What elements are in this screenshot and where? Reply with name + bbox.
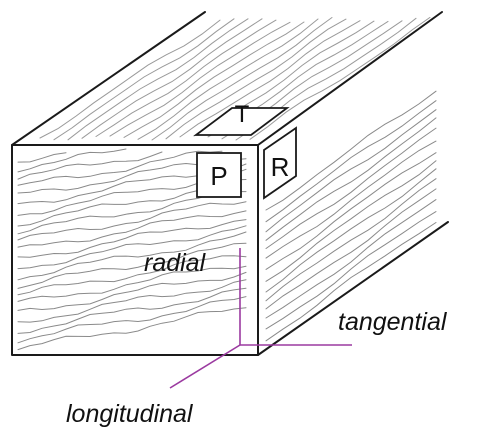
top-left-edge <box>11 11 206 146</box>
longitudinal-axis-line <box>169 344 241 389</box>
front-grain-line <box>17 148 127 173</box>
tangential-label: tangential <box>338 308 448 336</box>
right-grain-line <box>265 188 437 310</box>
top-grain-line <box>123 21 305 138</box>
right-grain-line <box>265 168 437 293</box>
top-grain-line <box>67 18 249 141</box>
p-box: P <box>196 152 242 198</box>
right-grain-line <box>265 178 437 302</box>
right-grain-line <box>265 199 437 319</box>
bottom-right-edge <box>257 221 449 356</box>
top-grain-line <box>109 21 291 137</box>
front-grain-line <box>17 210 247 248</box>
front-grain-line <box>17 231 247 281</box>
r-label: R <box>271 152 290 182</box>
right-face-grain <box>265 90 437 342</box>
top-grain-line <box>95 19 277 137</box>
front-grain-line <box>17 271 247 311</box>
top-grain-line <box>53 18 235 141</box>
front-grain-line <box>17 219 247 258</box>
right-grain-line <box>265 109 437 233</box>
front-grain-line <box>17 296 247 344</box>
top-grain-line <box>179 20 361 138</box>
right-grain-line <box>265 222 437 342</box>
top-grain-line <box>137 18 319 140</box>
right-grain-line <box>265 211 437 330</box>
front-grain-line <box>17 151 163 180</box>
right-grain-line <box>265 127 437 249</box>
direction-axes <box>169 248 352 389</box>
front-grain-line <box>17 279 247 323</box>
block-outline <box>11 11 449 356</box>
right-grain-line <box>265 140 437 259</box>
radial-label: radial <box>144 249 207 277</box>
r-parallelogram <box>263 126 297 200</box>
front-grain-line <box>17 152 67 163</box>
longitudinal-label: longitudinal <box>66 400 194 428</box>
front-grain-line <box>17 255 247 296</box>
right-grain-line <box>265 90 437 211</box>
p-label: P <box>210 161 227 191</box>
top-middle-edge <box>257 11 443 146</box>
top-grain-line <box>151 17 333 141</box>
front-grain-line <box>17 225 247 270</box>
right-grain-line <box>265 100 437 223</box>
r-box: R <box>263 126 297 200</box>
front-grain-line <box>17 265 247 302</box>
front-grain-line <box>17 242 247 289</box>
front-grain-line <box>17 287 247 334</box>
t-label: T <box>235 101 250 128</box>
p-square <box>196 152 242 198</box>
t-parallelogram <box>193 107 290 136</box>
right-grain-line <box>265 117 437 241</box>
top-grain-line <box>81 18 263 139</box>
t-box: T <box>193 101 290 136</box>
right-grain-line <box>265 152 437 270</box>
front-grain-line <box>17 150 223 186</box>
top-grain-line <box>39 19 221 139</box>
front-grain-line <box>17 201 247 241</box>
top-grain-line <box>249 16 431 140</box>
top-grain-line <box>165 18 347 140</box>
right-grain-line <box>265 160 437 282</box>
front-grain-line <box>17 307 247 351</box>
